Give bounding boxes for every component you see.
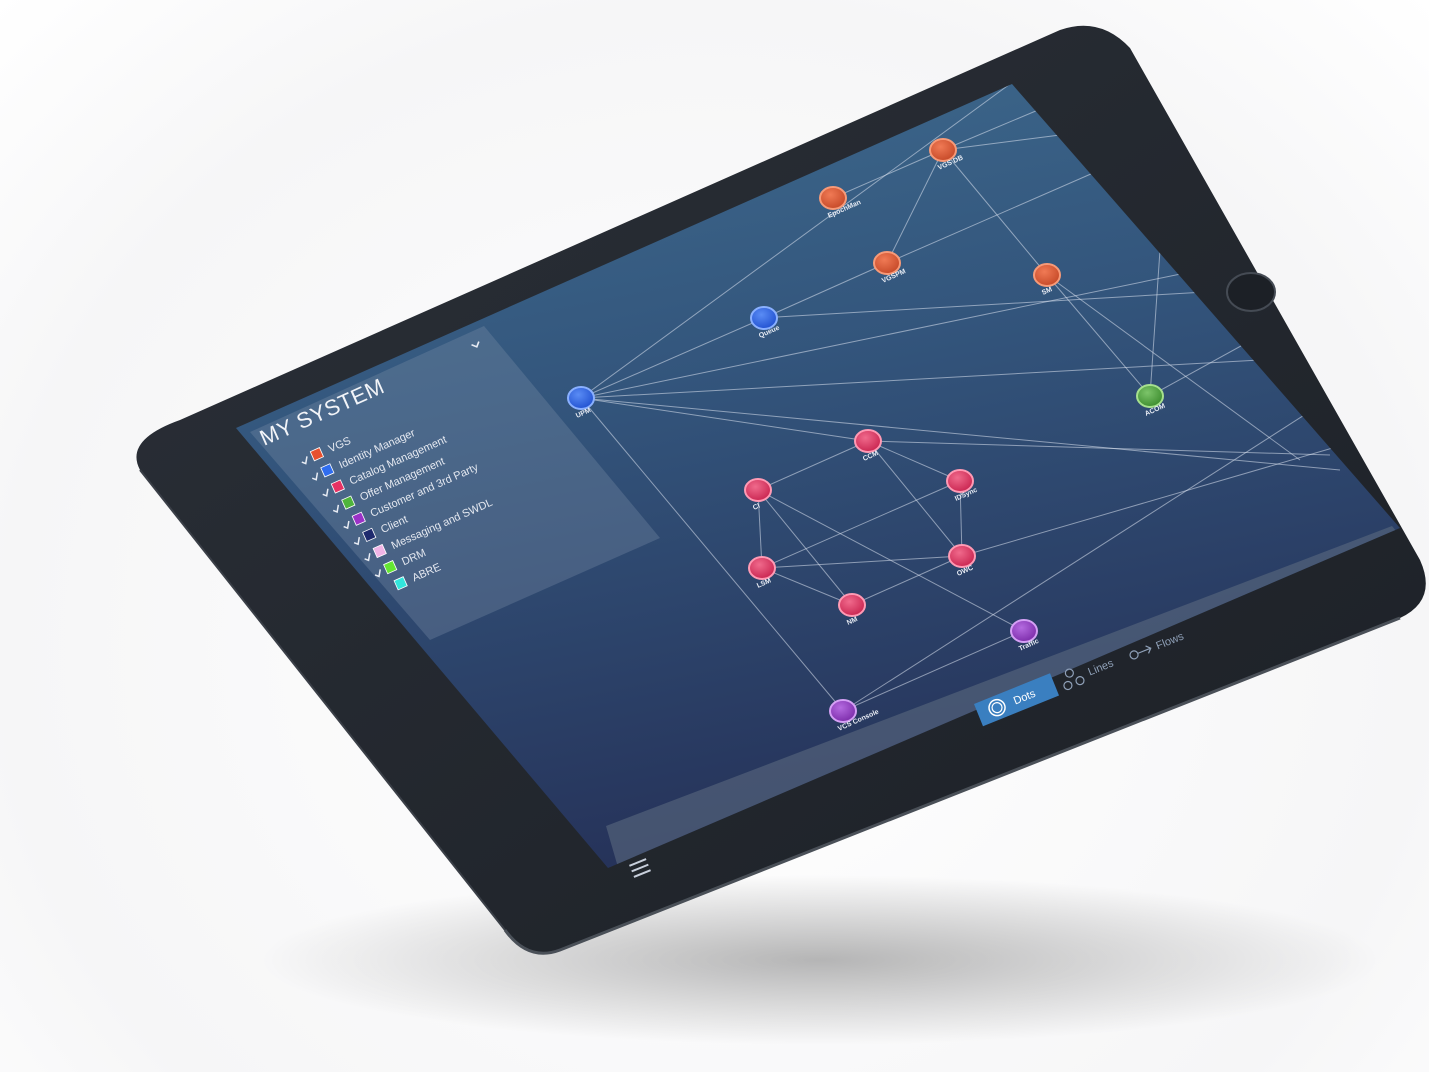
graph-edge	[759, 289, 1241, 319]
check-icon	[343, 520, 350, 530]
graph-edge	[1046, 274, 1301, 461]
tab-dots[interactable]: Dots	[974, 673, 1060, 727]
graph-node-circle	[838, 593, 866, 617]
graph-edge	[942, 134, 1061, 151]
home-button[interactable]	[1226, 272, 1276, 312]
graph-edge	[757, 440, 869, 491]
legend-swatch	[383, 560, 398, 575]
screen	[236, 84, 1400, 868]
graph-node-circle	[948, 544, 976, 568]
graph-edge	[832, 149, 944, 199]
graph-node-label: CI	[752, 503, 761, 512]
legend-swatch	[362, 527, 377, 543]
graph-node[interactable]: NM	[838, 593, 866, 627]
graph-edge	[761, 480, 961, 569]
graph-edge	[867, 440, 1331, 456]
graph-edge	[959, 480, 963, 557]
graph-node-circle	[1136, 384, 1164, 408]
graph-node-circle	[854, 429, 882, 453]
graph-node-circle	[929, 138, 957, 162]
circle-target-icon	[988, 698, 1006, 717]
legend-swatch	[351, 511, 366, 526]
legend-panel	[250, 326, 660, 640]
graph-edge	[580, 397, 1341, 471]
graph-edge	[842, 630, 1025, 712]
graph-edge	[580, 84, 1011, 399]
graph-node-circle	[744, 478, 772, 502]
legend-swatch	[309, 447, 325, 462]
graph-edge	[763, 262, 888, 319]
legend-swatch	[320, 463, 335, 478]
graph-edge	[867, 440, 961, 482]
check-icon	[353, 536, 361, 546]
graph-edge	[851, 555, 963, 606]
graph-edge	[761, 567, 853, 606]
graph-node[interactable]: Traffic	[1010, 619, 1040, 653]
chevron-down-icon[interactable]	[471, 341, 481, 349]
graph-node[interactable]: SM	[1033, 263, 1061, 297]
check-icon	[374, 569, 381, 578]
check-icon	[364, 553, 371, 562]
graph-node-circle	[819, 186, 847, 210]
graph-edge	[942, 104, 1051, 151]
graph-edge	[842, 359, 1391, 712]
graph-edge	[961, 439, 1361, 557]
legend-swatch	[341, 495, 356, 510]
graph-edge	[580, 317, 765, 399]
graph-node[interactable]: IDSync	[946, 469, 979, 503]
graph-node-circle	[750, 306, 778, 330]
graph-node-circle	[946, 469, 974, 493]
legend-swatch	[372, 543, 387, 559]
tab-active-bg	[974, 673, 1060, 727]
check-icon	[332, 504, 340, 513]
graph-edges	[580, 84, 1391, 712]
network-nodes-icon	[1063, 668, 1085, 691]
graph-edge	[757, 489, 763, 569]
graph-edge	[761, 555, 963, 569]
graph-edge	[1149, 249, 1161, 397]
graph-edge	[1046, 274, 1151, 397]
graph-edge	[580, 359, 1261, 399]
legend-swatch	[393, 576, 408, 591]
graph-edge	[580, 269, 1201, 399]
hamburger-menu-icon[interactable]	[629, 858, 651, 878]
graph-edge	[580, 397, 869, 442]
graph-node-circle	[748, 556, 776, 580]
graph-edge	[580, 397, 844, 712]
graph-node-circle	[567, 386, 595, 410]
tablet-edge-highlight	[503, 616, 1401, 955]
flow-arrow-icon	[1129, 645, 1152, 660]
graph-node-circle	[1010, 619, 1038, 643]
graph-edge	[886, 149, 944, 264]
check-icon	[322, 488, 329, 497]
graph-edge	[886, 169, 1101, 264]
graph-edge	[757, 489, 853, 606]
graph-node-label: SM	[1041, 286, 1054, 297]
graph-edge	[942, 149, 1048, 276]
graph-node[interactable]: VGSPM	[873, 251, 907, 285]
tablet-shadow	[260, 875, 1380, 1045]
check-icon	[301, 456, 308, 465]
check-icon	[311, 472, 319, 481]
graph-node-label: NM	[846, 616, 859, 627]
graph-edge	[867, 440, 963, 557]
legend-swatch	[330, 479, 345, 494]
tablet-side-edge	[139, 469, 506, 931]
graph-node[interactable]: CI	[744, 478, 772, 512]
graph-node-circle	[1033, 263, 1061, 287]
graph-node-circle	[829, 699, 857, 723]
graph-node-circle	[873, 251, 901, 275]
